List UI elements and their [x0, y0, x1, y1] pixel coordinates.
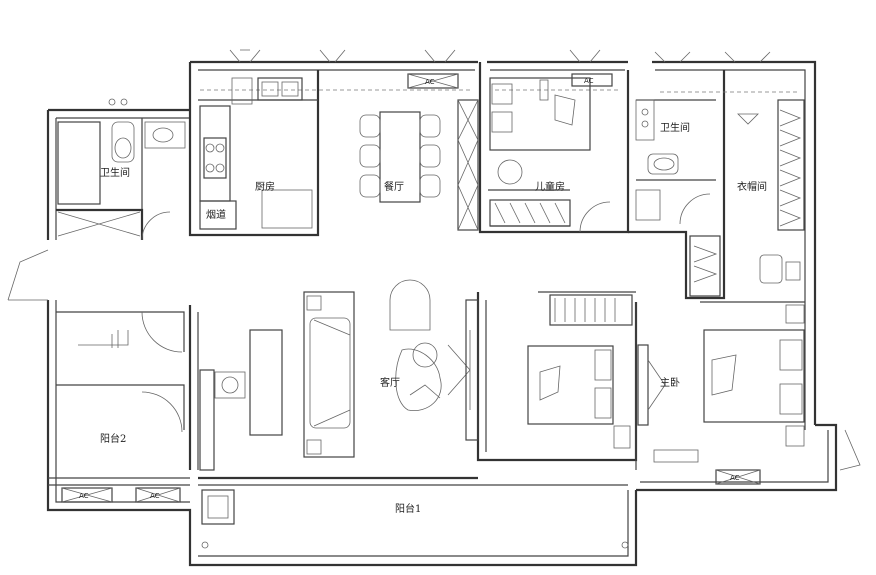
ac-unit: AC — [571, 73, 613, 87]
label-balcony-1: 阳台1 — [395, 502, 421, 515]
label-dining: 餐厅 — [384, 180, 404, 193]
label-living: 客厅 — [380, 376, 400, 389]
ac-label: AC — [79, 492, 89, 500]
label-kids-room: 儿童房 — [535, 180, 565, 193]
ac-unit: AC — [715, 469, 761, 485]
label-master: 主卧 — [660, 376, 680, 389]
bathroom-2-fixtures — [635, 99, 711, 225]
ac-label: AC — [150, 492, 160, 500]
ac-label: AC — [425, 78, 435, 86]
dining-table — [359, 99, 479, 231]
ac-unit: AC — [407, 73, 459, 89]
ac-unit: AC — [135, 487, 181, 503]
master-bedroom-fixtures — [527, 294, 805, 463]
interior-walls — [56, 62, 805, 486]
kitchen-fixtures — [199, 77, 313, 230]
ac-label: AC — [730, 474, 740, 482]
balcony-1-fixtures — [201, 489, 629, 549]
living-furniture — [199, 279, 479, 471]
kids-room-fixtures — [489, 77, 611, 233]
label-balcony-2: 阳台2 — [100, 432, 126, 445]
cloakroom-fixtures — [689, 99, 805, 324]
ac-unit: AC — [61, 487, 113, 503]
storage-fixtures — [78, 311, 183, 433]
label-kitchen: 厨房 — [255, 180, 275, 193]
label-bathroom-2: 卫生间 — [660, 121, 690, 134]
label-bathroom-1: 卫生间 — [100, 166, 130, 179]
label-cloakroom: 衣帽间 — [737, 180, 767, 193]
bathroom-1-fixtures — [57, 98, 186, 241]
label-flue: 烟道 — [206, 208, 226, 221]
ac-label: AC — [584, 77, 594, 85]
windows — [7, 49, 861, 471]
